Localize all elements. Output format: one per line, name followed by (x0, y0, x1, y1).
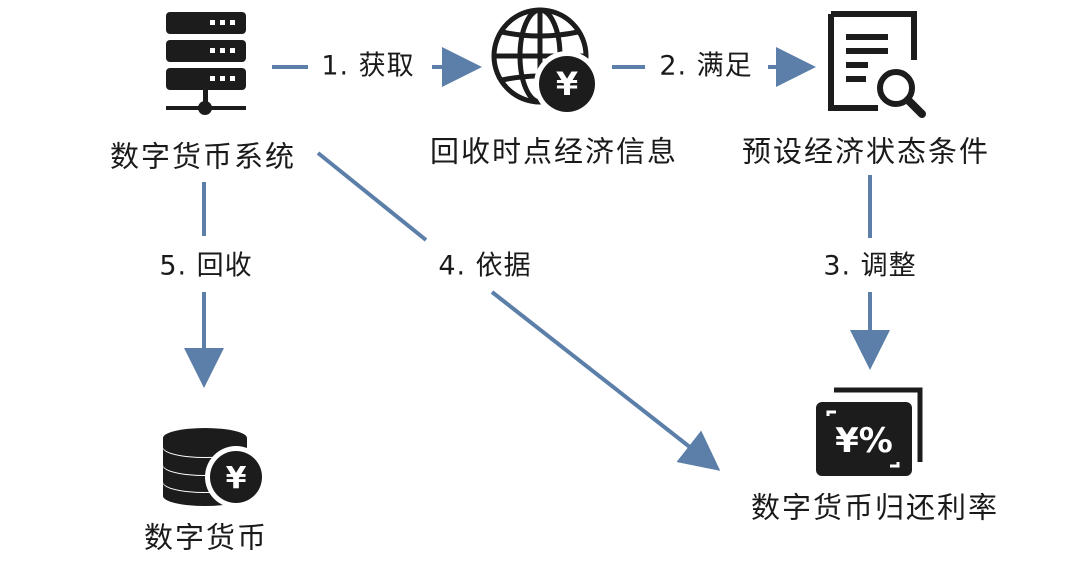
step-label-4: 4. 依据 (438, 250, 532, 282)
globe-yen-symbol: ¥ (556, 65, 578, 103)
node-label-preset-conditions: 预设经济状态条件 (741, 134, 991, 169)
coin-yen-symbol: ¥ (226, 461, 247, 496)
node-label-return-rate: 数字货币归还利率 (750, 490, 1000, 525)
interest-rate-card-icon: ¥% (816, 387, 923, 476)
step-label-1: 1. 获取 (321, 50, 415, 82)
rate-card-text: ¥% (835, 421, 893, 461)
globe-yen-icon: ¥ (491, 7, 600, 117)
document-search-icon (828, 11, 926, 118)
server-icon (166, 12, 246, 115)
connector-arrows (184, 47, 890, 471)
arrow-system-to-rate-b (490, 290, 721, 471)
step-label-5: 5. 回收 (159, 250, 253, 282)
step-label-2: 2. 满足 (659, 50, 753, 82)
step-label-3: 3. 调整 (823, 250, 917, 282)
arrow-system-to-rate-a (316, 151, 428, 242)
node-label-economic-info: 回收时点经济信息 (429, 134, 679, 169)
coin-stack-icon: ¥ (163, 428, 267, 508)
node-label-currency: 数字货币 (143, 520, 269, 555)
node-label-system: 数字货币系统 (109, 139, 297, 174)
